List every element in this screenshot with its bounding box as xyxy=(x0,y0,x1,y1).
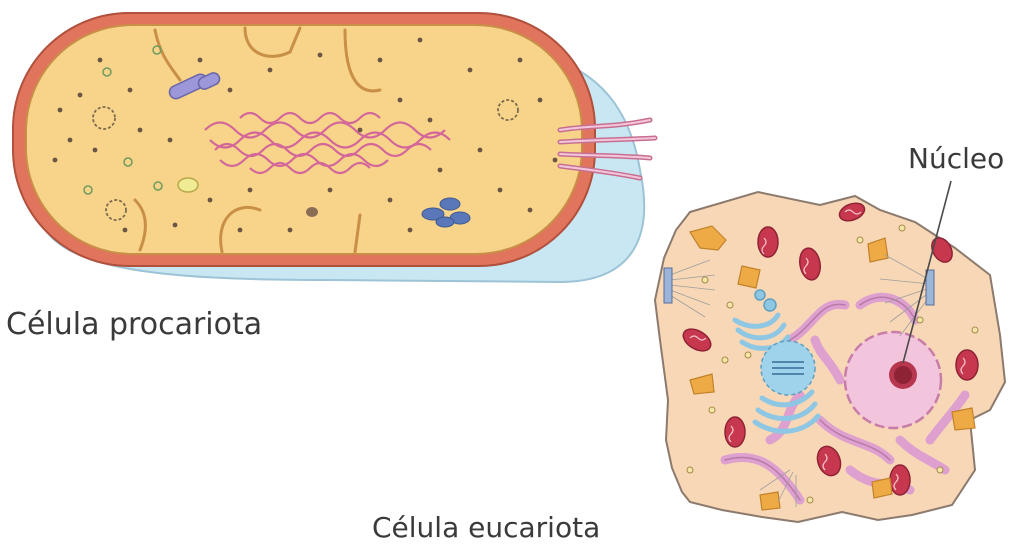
golgi-vesicle xyxy=(755,290,765,300)
eukaryotic-cell xyxy=(655,192,1005,522)
basal-body xyxy=(926,270,934,305)
granule xyxy=(178,178,198,192)
nucleus xyxy=(845,332,941,428)
granule xyxy=(306,207,318,217)
basal-body xyxy=(664,268,672,303)
prokaryote-label: Célula procariota xyxy=(6,310,262,340)
golgi-vesicle xyxy=(764,299,776,311)
eukaryote-label: Célula eucariota xyxy=(372,514,600,542)
plasma-membrane xyxy=(26,25,582,254)
nucleus-label: Núcleo xyxy=(908,145,1004,173)
prokaryotic-cell xyxy=(13,13,655,282)
